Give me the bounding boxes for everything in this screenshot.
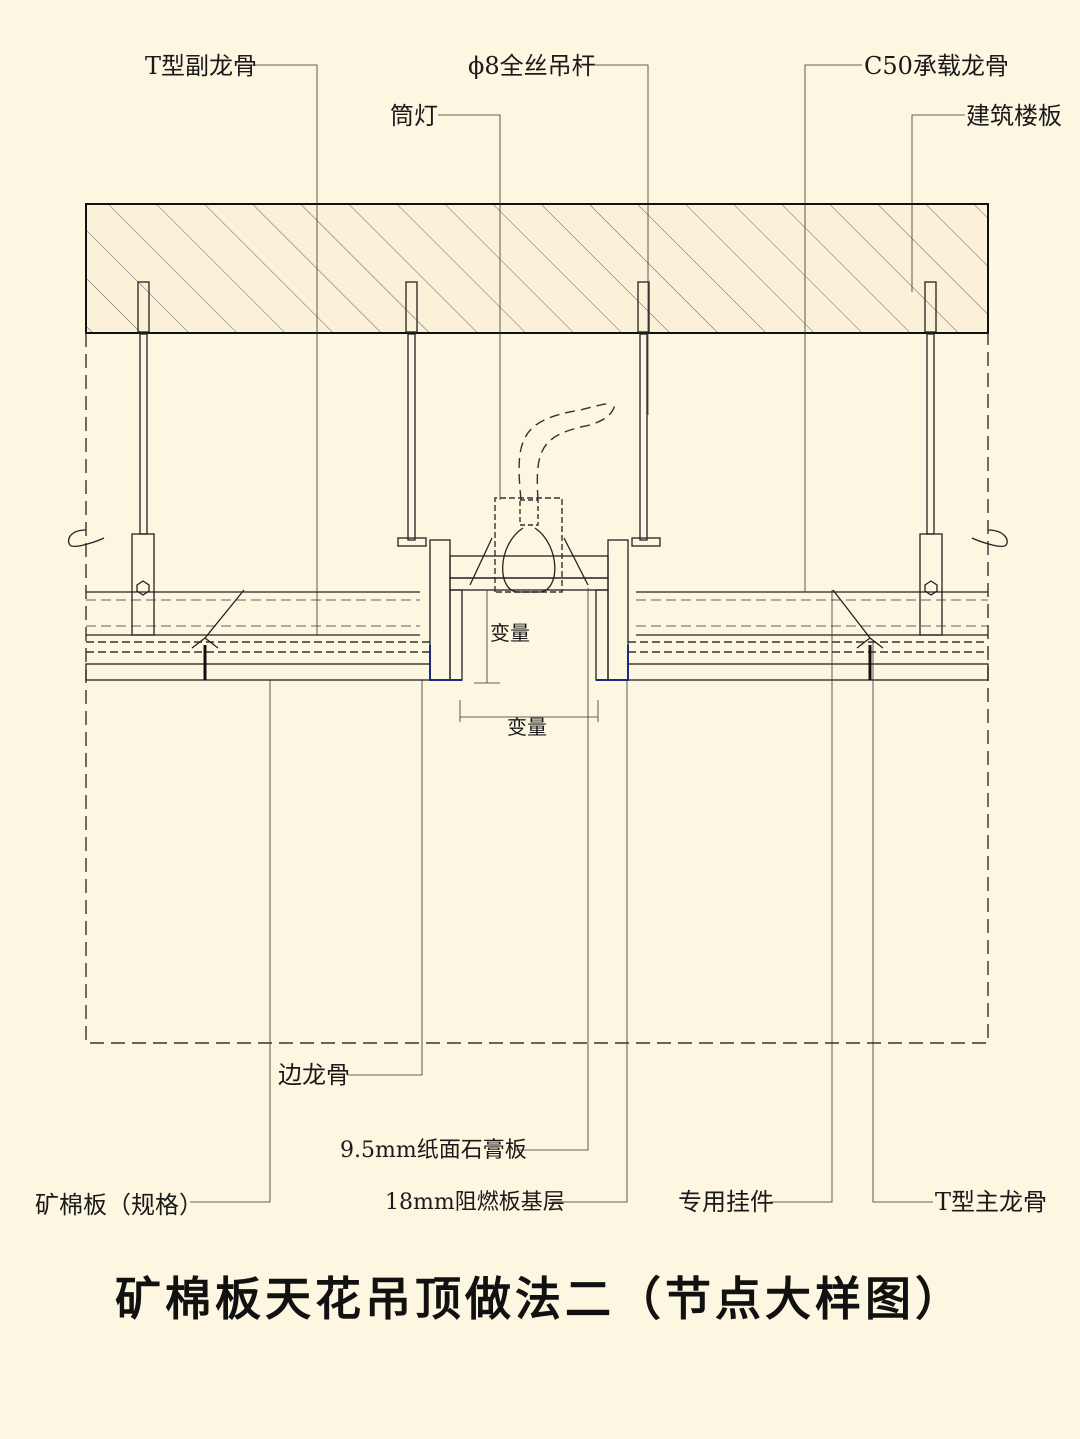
label-threaded-rod: ϕ8全丝吊杆 [468,52,596,80]
floor-slab [85,203,989,334]
rod-2 [397,281,427,547]
label-c50-main-channel: C50承载龙骨 [864,52,1009,80]
label-variable-vertical: 变量 [490,621,530,645]
leader-lines [190,64,965,1203]
label-special-hanger: 专用挂件 [678,1188,774,1216]
label-mineral-wool-board: 矿棉板（规格） [35,1191,203,1219]
diagram-title: 矿棉板天花吊顶做法二（节点大样图） [115,1272,965,1326]
rod-3 [631,281,661,547]
label-variable-horizontal: 变量 [507,715,547,739]
label-t-secondary-keel: T型副龙骨 [145,52,257,80]
label-gypsum-board: 9.5mm纸面石膏板 [340,1138,527,1163]
break-mark-right [971,529,1008,547]
hanger-right [919,533,943,636]
threaded-rods [137,281,937,547]
hanger-left [131,533,155,636]
label-edge-keel: 边龙骨 [278,1061,350,1089]
label-floor-slab: 建筑楼板 [966,102,1062,130]
c50-main-channel [86,591,988,653]
label-downlight: 筒灯 [390,102,438,130]
label-t-main-keel: T型主龙骨 [935,1188,1047,1216]
downlight-fixture [469,403,616,593]
label-fire-retardant-base: 18mm阻燃板基层 [385,1190,565,1215]
break-mark-left [67,529,105,547]
downlight-box [429,539,629,681]
ceiling-boundary-dashed [67,333,1008,1044]
